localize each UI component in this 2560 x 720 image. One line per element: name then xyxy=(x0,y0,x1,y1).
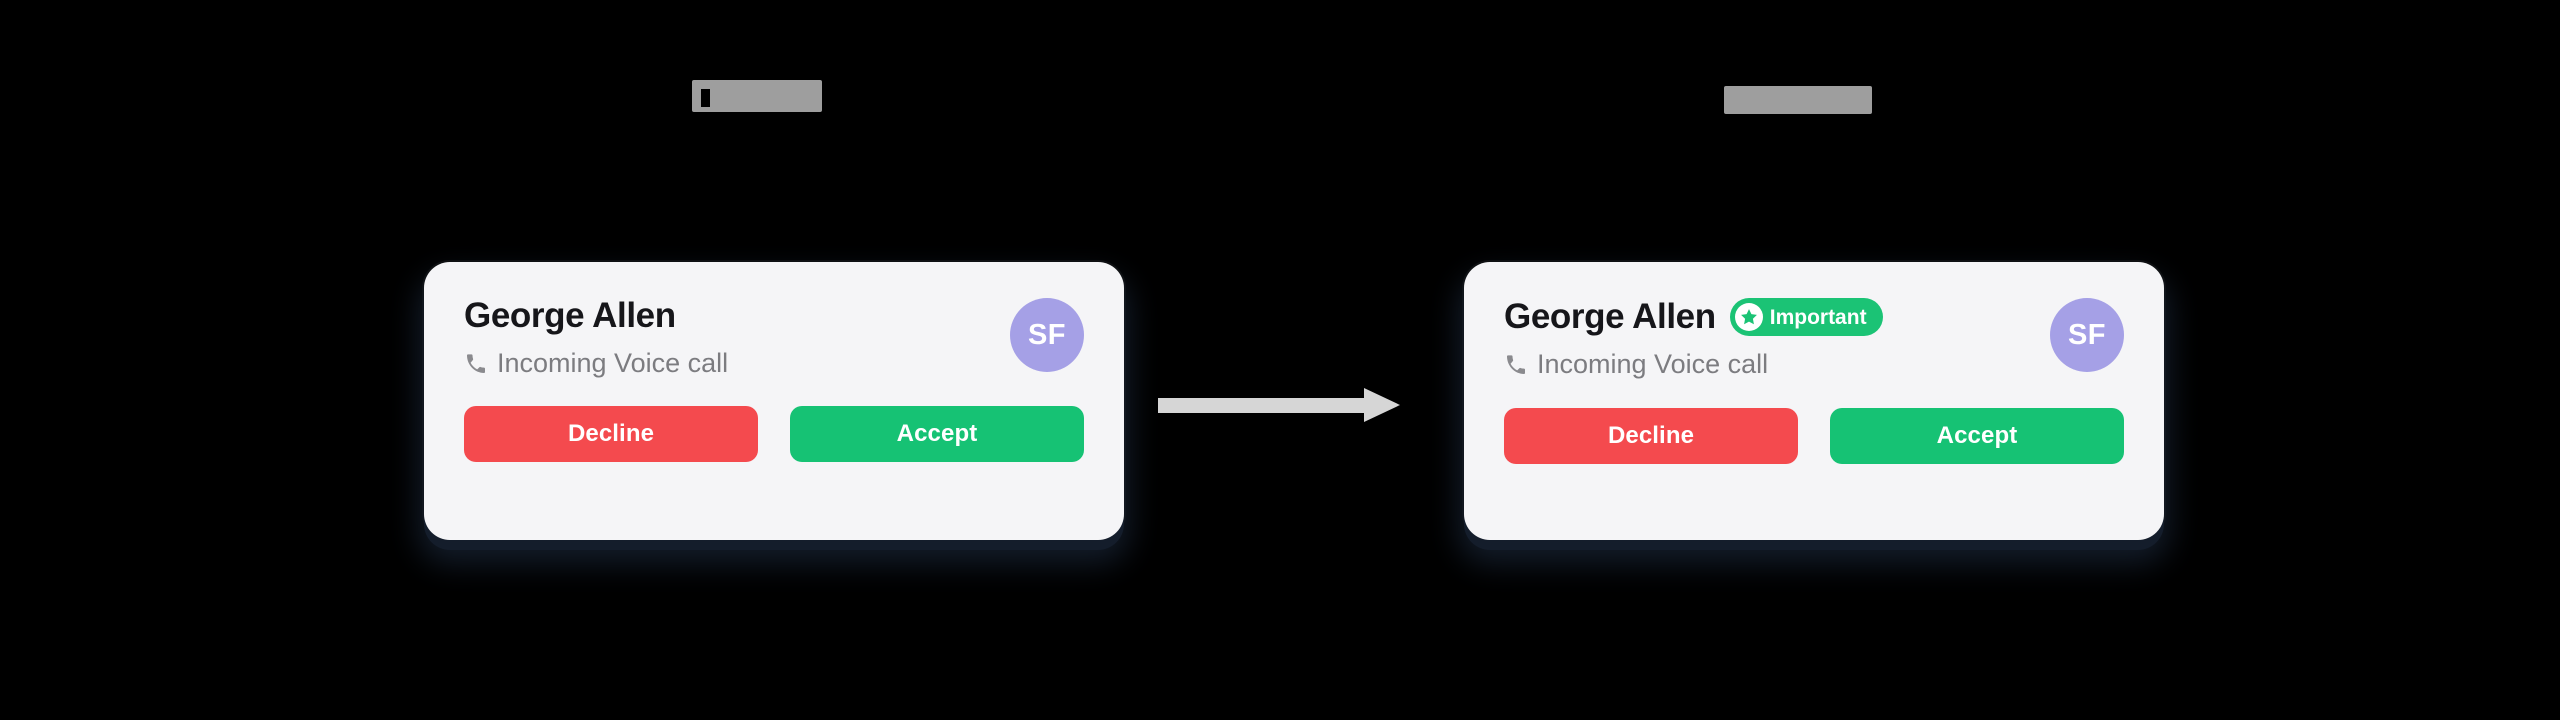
phone-icon xyxy=(464,352,488,376)
card-actions: Decline Accept xyxy=(464,406,1084,463)
star-icon xyxy=(1734,303,1763,331)
card-header: George Allen Incoming Voice call SF xyxy=(464,296,1084,378)
card-text-block: George Allen Incoming Voice call xyxy=(464,296,728,378)
call-status-text: Incoming Voice call xyxy=(1537,349,1769,379)
variant-label-before-redacted xyxy=(692,80,822,112)
call-status-row: Incoming Voice call xyxy=(1504,349,1883,380)
arrow-head-icon xyxy=(1364,388,1400,422)
call-notification-card[interactable]: George Allen Incoming Voice call SF Decl xyxy=(424,262,1124,540)
phone-icon xyxy=(1504,353,1528,377)
card-actions: Decline Accept xyxy=(1504,407,2124,464)
contact-name: George Allen xyxy=(1504,296,1716,336)
card-header: George Allen Important xyxy=(1504,296,2124,380)
name-row: George Allen Important xyxy=(1504,298,1883,336)
contact-name: George Allen xyxy=(464,296,676,335)
call-status-text: Incoming Voice call xyxy=(497,347,729,378)
status-badge: Important xyxy=(1729,298,1883,336)
call-status-row: Incoming Voice call xyxy=(464,347,729,379)
avatar: SF xyxy=(2050,298,2124,372)
decline-button[interactable]: Decline xyxy=(464,406,758,463)
card-text-block: George Allen Important xyxy=(1504,296,1883,380)
decline-button[interactable]: Decline xyxy=(1504,407,1798,464)
variant-label-after-redacted xyxy=(1724,86,1872,114)
notification-card-before: George Allen Incoming Voice call SF Decl xyxy=(424,262,1124,540)
arrow-line xyxy=(1158,398,1374,413)
transition-arrow xyxy=(1158,388,1408,422)
status-badge-label: Important xyxy=(1769,305,1867,329)
accept-button[interactable]: Accept xyxy=(1830,407,2124,464)
notification-card-after: George Allen Important xyxy=(1464,262,2164,540)
accept-button[interactable]: Accept xyxy=(790,406,1084,463)
name-row: George Allen xyxy=(464,296,728,335)
call-notification-card[interactable]: George Allen Important xyxy=(1464,262,2164,540)
avatar: SF xyxy=(1010,298,1084,372)
